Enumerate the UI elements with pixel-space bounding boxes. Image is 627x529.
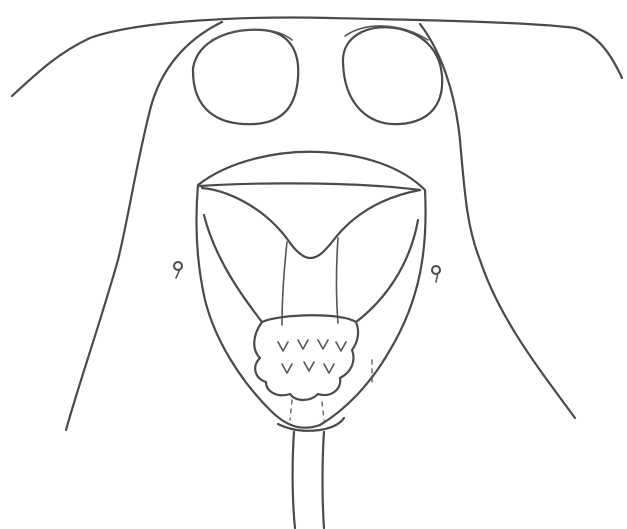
right-marker (432, 266, 440, 282)
v-mark (304, 362, 314, 371)
dashed-line-left (290, 400, 292, 420)
scalloped-region (254, 315, 358, 400)
center-column-right (337, 238, 339, 323)
dashed-line-right (322, 402, 324, 420)
left-lobe (202, 188, 420, 258)
v-mark (278, 342, 288, 351)
right-oval (343, 27, 442, 124)
left-lobe-lower (204, 215, 262, 322)
stem-right (323, 432, 325, 528)
stem-left (293, 432, 295, 528)
right-lobe-lower (356, 220, 418, 322)
shield-outer (196, 152, 425, 428)
center-column-left (282, 242, 287, 325)
left-oval (193, 30, 298, 124)
v-mark (318, 340, 328, 349)
v-mark (298, 340, 308, 349)
v-mark (336, 342, 346, 351)
outer-top-curve (12, 18, 622, 96)
left-outer-side (66, 22, 222, 430)
left-marker (174, 262, 182, 278)
v-mark (282, 364, 292, 373)
v-mark (324, 364, 334, 373)
shield-top-line (200, 183, 420, 190)
